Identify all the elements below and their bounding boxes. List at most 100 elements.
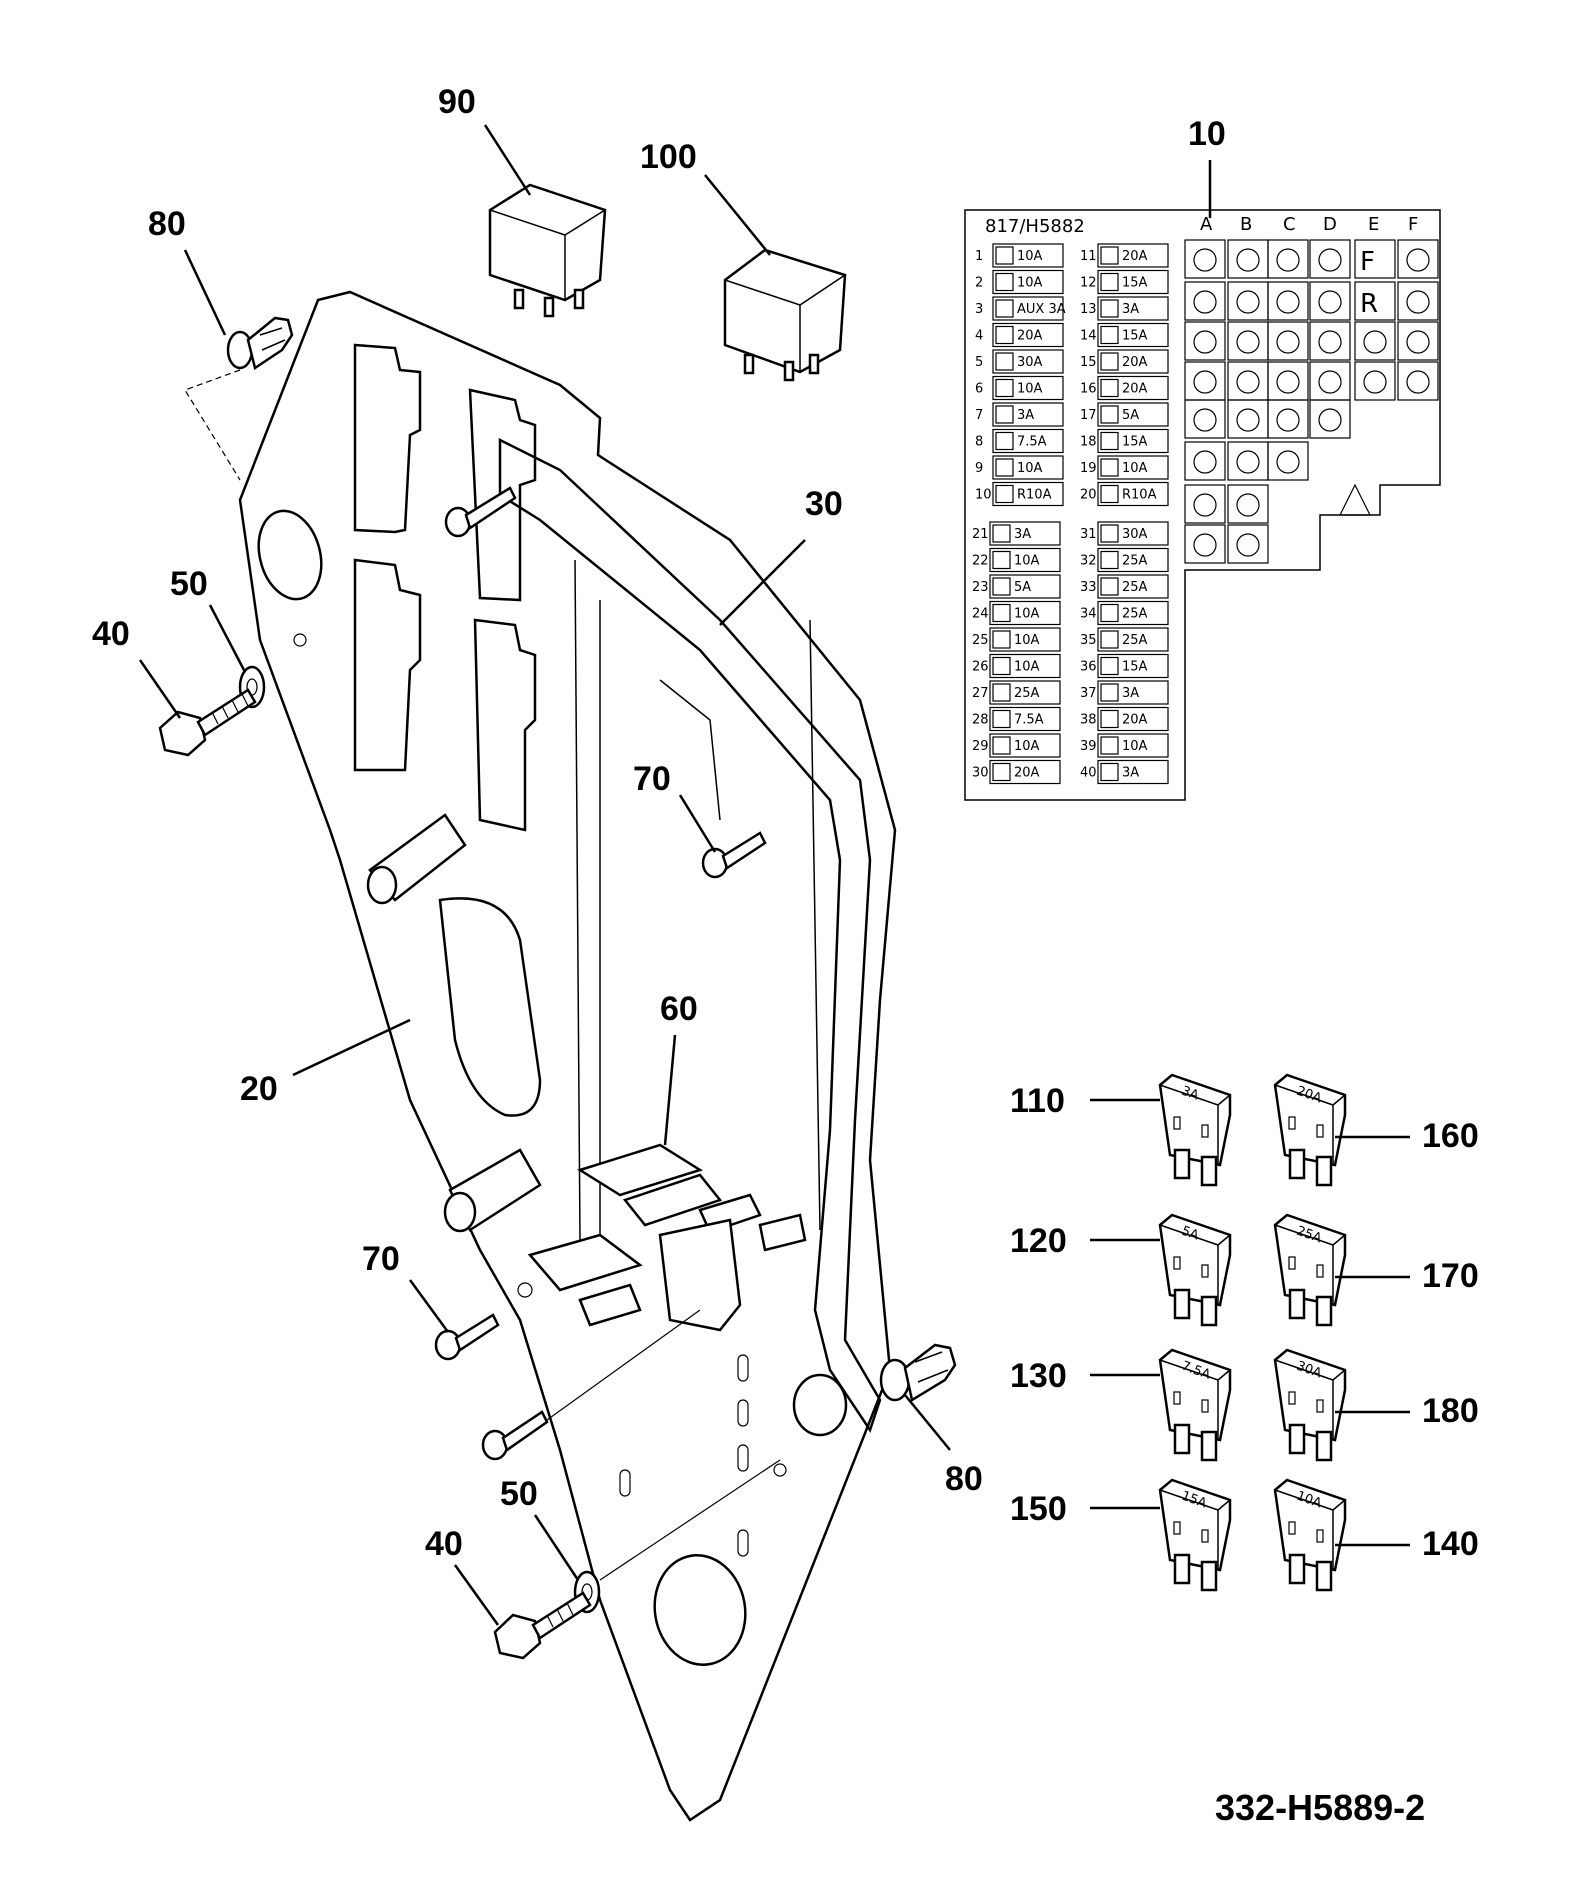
fuse-rating: 25A [1122,580,1148,595]
assembly-line [184,369,241,481]
fuse-rating: 15A [1122,329,1148,344]
fuse-function-icon [992,550,1011,570]
fuse-rating: 25A [1122,633,1148,648]
relay-symbol-icon [1236,370,1260,394]
fuse-cell [1097,296,1169,321]
fuse-rating: 15A [1122,435,1148,450]
relay-position-cell [1227,321,1269,361]
relay-symbol-icon [1193,450,1217,474]
fuse-rating: 25A [1122,554,1148,569]
relay-position-cell [1309,399,1351,439]
screw-70-c [434,1313,500,1361]
fuse-number: 40 [1080,766,1097,781]
relay-symbol-icon [1276,408,1300,432]
fuse-cell [989,600,1061,626]
col-header-e: E [1368,214,1379,235]
fuse-cell [992,322,1064,348]
fuse-number: 38 [1080,713,1097,728]
callout-50-top: 50 [170,565,208,603]
fuse-cell [989,680,1061,705]
fuse-rating: 20A [1122,355,1148,370]
fuse-cell [1097,455,1169,480]
fuse-function-icon [992,577,1011,596]
fuse-number: 1 [975,249,983,264]
fuse-number: 36 [1080,660,1097,675]
fuse-rating: 10A [1014,554,1040,569]
callout-130: 130 [1010,1357,1067,1395]
fuse-rating: 10A [1014,660,1040,675]
relay-position-cell [1227,239,1269,279]
relay-position-cell [1354,321,1396,361]
fuse-rating: 10A [1017,249,1043,264]
relay-symbol-icon [1236,290,1260,314]
oval-cutout [438,897,542,1117]
callout-160: 160 [1422,1117,1479,1155]
relay-position-cell [1267,281,1309,321]
relay-position-cell [1267,239,1309,279]
fuse-rating: 10A [1014,607,1040,622]
fuse-number: 31 [1080,527,1097,542]
relay-position-cell [1184,321,1226,361]
fuse-number: 11 [1080,249,1097,264]
relay-symbol-icon [1406,330,1430,354]
mounting-hole [257,509,323,601]
relay-symbol-icon [1276,330,1300,354]
fuse-number: 35 [1080,633,1097,648]
relay-symbol-icon [1193,493,1217,517]
fuse-function-icon [1100,325,1119,345]
screw-70-b [701,831,767,879]
fuse-rating: 3A [1017,408,1034,423]
callout-20: 20 [240,1070,278,1108]
fuse-function-icon [1100,246,1119,265]
relay-symbol-icon [1193,248,1217,272]
fuse-cell [989,521,1061,546]
fuse-cell [992,296,1064,321]
fuse-number: 5 [975,355,983,370]
label-sheet-code: 817/H5882 [985,216,1085,237]
relay-position-cell [1184,281,1226,321]
fuse-number: 32 [1080,554,1097,569]
fuse-cell [1097,481,1169,507]
relay-symbol-icon [1363,370,1387,394]
fuse-cell [992,455,1064,480]
relay-symbol-icon [1193,330,1217,354]
fuse-function-icon [992,630,1011,649]
fuse-number: 6 [975,382,983,397]
back-plate-20 [238,290,897,1822]
callout-150: 150 [1010,1490,1067,1528]
relay-column-headers: A B C D E F [1200,214,1418,235]
screw-70-d [481,1410,549,1461]
fuse-function-icon [1100,431,1119,451]
relay-position-cell [1267,441,1309,481]
small-hole [293,633,307,647]
hex-bolt-40-top [158,688,257,757]
fuse-cell [1097,269,1169,295]
slot [619,1469,631,1497]
fuse-number: 18 [1080,435,1097,450]
fuse-number: 28 [972,713,989,728]
fuse-110: 3A [1158,1073,1232,1187]
fuse-number: 2 [975,276,983,291]
relay-symbol-icon [1276,450,1300,474]
fuse-rating: 7.5A [1014,713,1044,728]
relay-position-cell [1354,239,1396,279]
relay-symbol-icon [1236,408,1260,432]
fuse-function-icon [1100,272,1119,292]
relay-position-cell [1184,484,1226,524]
col-header-c: C [1283,214,1296,235]
fuse-rating: 7.5A [1017,435,1047,450]
relay-position-cell [1184,441,1226,481]
relay-symbol-icon [1318,408,1342,432]
callout-40-bottom: 40 [425,1525,463,1563]
standoff-tube [443,1148,542,1233]
relay-symbol-icon [1236,330,1260,354]
fuse-rating: 20A [1122,382,1148,397]
leader-lines [138,124,1212,1626]
fuse-number: 8 [975,435,983,450]
slot [737,1354,749,1382]
relay-letter-f: F [1360,247,1375,277]
fuse-function-icon [992,762,1011,782]
fuse-function-icon [1100,524,1119,543]
